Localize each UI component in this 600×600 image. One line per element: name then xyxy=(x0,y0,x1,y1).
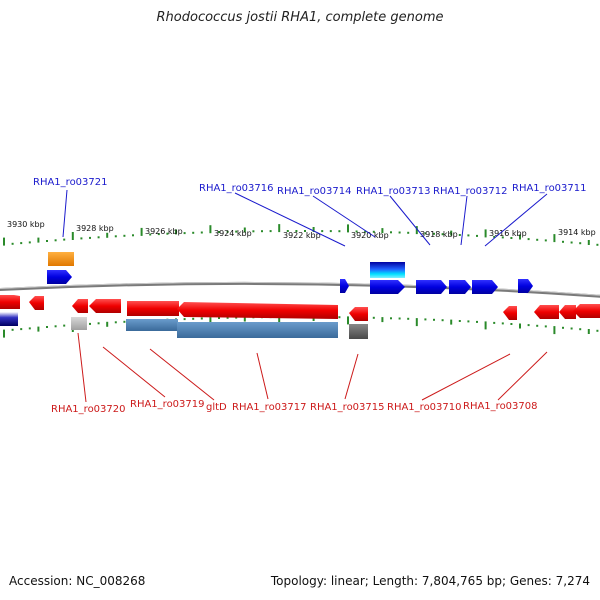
map-title: Rhodococcus jostii RHA1, complete genome xyxy=(156,10,444,25)
label-ro03714[interactable]: RHA1_ro03714 xyxy=(277,186,352,197)
gene-ro03708-a[interactable] xyxy=(534,305,559,319)
gene-ro03721-orange[interactable] xyxy=(48,252,74,266)
scale-label-3924: 3924 kbp xyxy=(214,229,252,238)
topology-summary: Topology: linear; Length: 7,804,765 bp; … xyxy=(270,574,590,588)
scale-label-3918: 3918 kbp xyxy=(420,230,458,239)
scale-label-3916: 3916 kbp xyxy=(489,229,527,238)
label-ro03711[interactable]: RHA1_ro03711 xyxy=(512,183,587,194)
label-ro03719[interactable]: RHA1_ro03719 xyxy=(130,399,205,410)
gene-gltD[interactable] xyxy=(127,301,179,316)
gene-ro03714-stack[interactable] xyxy=(370,262,405,278)
gene-ro03720[interactable] xyxy=(72,299,88,313)
gene-ro03717-steel[interactable] xyxy=(177,322,338,338)
label-ro03713[interactable]: RHA1_ro03713 xyxy=(356,186,431,197)
label-ro03715[interactable]: RHA1_ro03715 xyxy=(310,402,385,413)
gene-ro03708-c[interactable] xyxy=(573,304,600,318)
label-ro03708[interactable]: RHA1_ro03708 xyxy=(463,401,538,412)
label-ro03720[interactable]: RHA1_ro03720 xyxy=(51,404,126,415)
reverse-leaders xyxy=(77,332,548,403)
gene-gltD-steel[interactable] xyxy=(126,319,178,331)
gene-ro03711[interactable] xyxy=(518,279,533,293)
gene-ro03721[interactable] xyxy=(47,270,72,284)
gene-ro03716[interactable] xyxy=(340,279,349,293)
scale-label-3928: 3928 kbp xyxy=(76,224,114,233)
label-ro03716[interactable]: RHA1_ro03716 xyxy=(199,183,274,194)
label-gltD[interactable]: gltD xyxy=(206,402,227,413)
gene-ro03715[interactable] xyxy=(349,307,368,321)
label-ro03717[interactable]: RHA1_ro03717 xyxy=(232,402,307,413)
label-ro03721[interactable]: RHA1_ro03721 xyxy=(33,177,108,188)
gene-ro03719[interactable] xyxy=(89,299,121,313)
gene-left-edge-navy[interactable] xyxy=(0,312,18,326)
scale-label-3930: 3930 kbp xyxy=(7,220,45,229)
gene-left-edge-1[interactable] xyxy=(0,295,20,309)
gene-ro03715-dark[interactable] xyxy=(349,324,368,339)
forward-strand-genes xyxy=(47,252,533,294)
scale-label-3926: 3926 kbp xyxy=(145,227,183,236)
gene-left-edge-2[interactable] xyxy=(29,296,44,310)
scale-label-3922: 3922 kbp xyxy=(283,231,321,240)
label-ro03712[interactable]: RHA1_ro03712 xyxy=(433,186,508,197)
gene-ro03710[interactable] xyxy=(503,306,517,320)
scale-label-3920: 3920 kbp xyxy=(351,231,389,240)
forward-leaders xyxy=(62,189,548,247)
genome-backbone xyxy=(0,281,600,298)
gene-ro03713[interactable] xyxy=(416,280,447,294)
upper-tick-row xyxy=(3,224,599,246)
gene-ro03717[interactable] xyxy=(177,302,338,319)
label-ro03710[interactable]: RHA1_ro03710 xyxy=(387,402,462,413)
gene-ro03720-gray[interactable] xyxy=(71,317,87,330)
reverse-strand-genes xyxy=(0,295,600,339)
accession-text: Accession: NC_008268 xyxy=(9,574,146,588)
gene-ro03708-b[interactable] xyxy=(559,305,576,319)
gene-ro03712a[interactable] xyxy=(449,280,471,294)
gene-ro03712b[interactable] xyxy=(472,280,498,294)
scale-label-3914: 3914 kbp xyxy=(558,228,596,237)
gene-ro03714[interactable] xyxy=(370,280,405,294)
